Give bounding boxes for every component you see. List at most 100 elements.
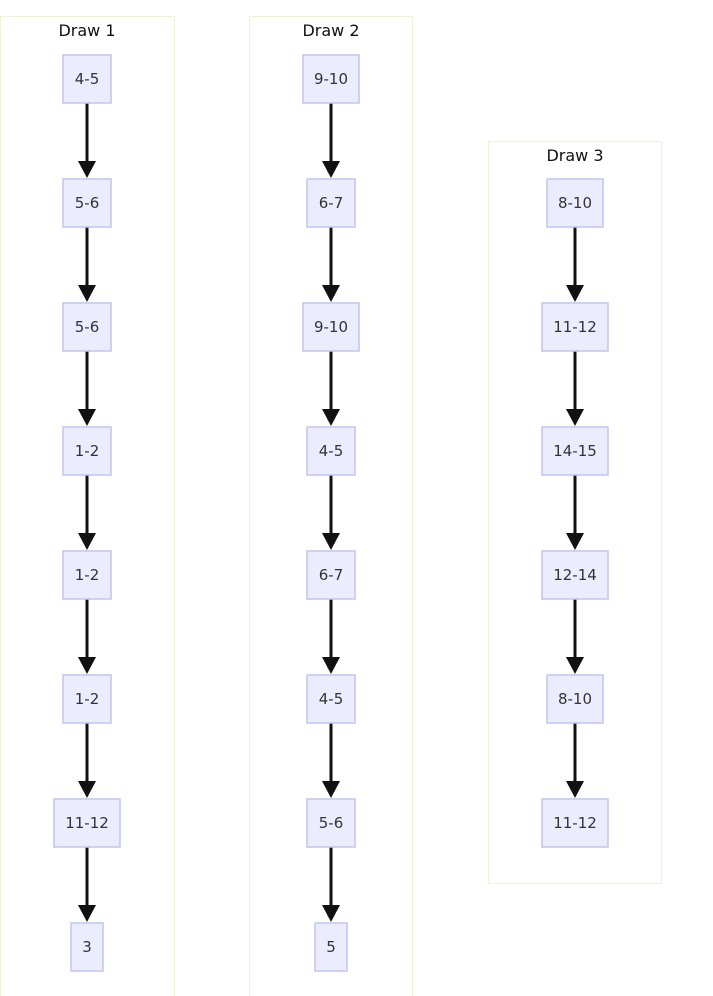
arrowhead-icon [78, 161, 96, 178]
arrowhead-icon [78, 285, 96, 302]
node-label: 11-12 [553, 318, 597, 336]
arrowhead-icon [322, 533, 340, 550]
node-label: 3 [82, 938, 92, 956]
arrowhead-icon [566, 781, 584, 798]
cluster-draw-1: Draw 1 4-5 5-6 5-6 1-2 1-2 1-2 11-12 3 [0, 15, 176, 996]
flow-node: 5-6 [62, 302, 112, 352]
flow-node: 12-14 [541, 550, 609, 600]
node-box [62, 426, 112, 476]
node-box [541, 302, 609, 352]
edge-arrow [78, 103, 96, 178]
node-box [541, 426, 609, 476]
edge-arrow [566, 227, 584, 302]
flow-node: 8-10 [546, 674, 604, 724]
flow-node: 1-2 [62, 550, 112, 600]
node-box [546, 178, 604, 228]
flow-node: 6-7 [306, 178, 356, 228]
flow-node: 4-5 [306, 426, 356, 476]
node-box [306, 674, 356, 724]
edge-arrow [322, 723, 340, 798]
node-box [53, 798, 121, 848]
node-box [306, 550, 356, 600]
node-box [541, 798, 609, 848]
node-label: 8-10 [558, 690, 592, 708]
arrowhead-icon [322, 161, 340, 178]
edge-arrow [322, 599, 340, 674]
node-label: 5-6 [75, 194, 100, 212]
node-label: 5-6 [319, 814, 344, 832]
node-label: 12-14 [553, 566, 597, 584]
flow-node: 5-6 [62, 178, 112, 228]
flow-node: 6-7 [306, 550, 356, 600]
node-label: 11-12 [553, 814, 597, 832]
edge-arrow [78, 227, 96, 302]
node-box [314, 922, 348, 972]
node-label: 14-15 [553, 442, 597, 460]
flow-node: 11-12 [53, 798, 121, 848]
flow-node: 3 [70, 922, 104, 972]
flow-node: 9-10 [302, 302, 360, 352]
arrowhead-icon [78, 533, 96, 550]
flow-node: 14-15 [541, 426, 609, 476]
node-label: 6-7 [319, 566, 344, 584]
arrowhead-icon [322, 781, 340, 798]
arrowhead-icon [322, 409, 340, 426]
node-box [306, 426, 356, 476]
edge-arrow [322, 351, 340, 426]
node-label: 1-2 [75, 442, 100, 460]
node-label: 11-12 [65, 814, 109, 832]
flow-node: 11-12 [541, 798, 609, 848]
flow-node: 1-2 [62, 674, 112, 724]
node-box [62, 674, 112, 724]
arrowhead-icon [78, 409, 96, 426]
flow-node: 5 [314, 922, 348, 972]
node-box [70, 922, 104, 972]
flow-node: 8-10 [546, 178, 604, 228]
node-box [62, 302, 112, 352]
edge-arrow [322, 475, 340, 550]
cluster-title: Draw 3 [546, 146, 603, 165]
arrowhead-icon [78, 781, 96, 798]
arrowhead-icon [566, 409, 584, 426]
arrowhead-icon [566, 533, 584, 550]
node-label: 1-2 [75, 566, 100, 584]
cluster-title: Draw 2 [302, 21, 359, 40]
node-box [62, 54, 112, 104]
edge-arrow [78, 475, 96, 550]
arrowhead-icon [566, 285, 584, 302]
cluster-title: Draw 1 [58, 21, 115, 40]
flow-node: 5-6 [306, 798, 356, 848]
edge-arrow [566, 599, 584, 674]
node-box [306, 178, 356, 228]
edge-arrow [566, 351, 584, 426]
arrowhead-icon [322, 905, 340, 922]
node-label: 5 [326, 938, 336, 956]
node-box [306, 798, 356, 848]
node-label: 6-7 [319, 194, 344, 212]
edge-arrow [566, 723, 584, 798]
node-label: 1-2 [75, 690, 100, 708]
edge-arrow [78, 847, 96, 922]
edge-arrow [78, 351, 96, 426]
arrowhead-icon [566, 657, 584, 674]
node-box [302, 302, 360, 352]
edge-arrow [322, 847, 340, 922]
node-label: 5-6 [75, 318, 100, 336]
node-label: 4-5 [319, 690, 344, 708]
arrowhead-icon [78, 657, 96, 674]
node-label: 9-10 [314, 318, 348, 336]
node-box [541, 550, 609, 600]
flow-node: 4-5 [62, 54, 112, 104]
edge-arrow [322, 227, 340, 302]
node-box [62, 550, 112, 600]
node-box [546, 674, 604, 724]
arrowhead-icon [322, 657, 340, 674]
edge-arrow [78, 723, 96, 798]
flow-node: 11-12 [541, 302, 609, 352]
arrowhead-icon [78, 905, 96, 922]
cluster-draw-2: Draw 29-106-79-104-56-74-55-65 [248, 15, 414, 996]
node-label: 8-10 [558, 194, 592, 212]
node-box [62, 178, 112, 228]
arrowhead-icon [322, 285, 340, 302]
